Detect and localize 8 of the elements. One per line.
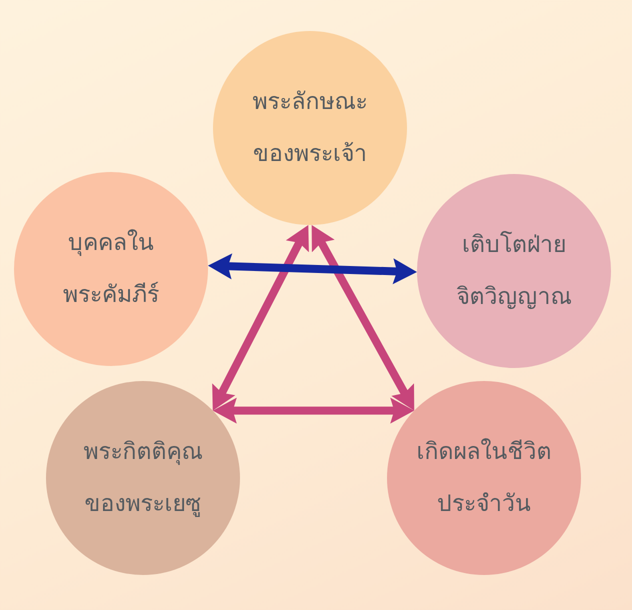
double-arrow bbox=[209, 223, 312, 412]
node-text: เติบโตฝ่ายจิตวิญญาณ bbox=[456, 230, 572, 312]
node-text: บุคคลในพระคัมภีร์ bbox=[62, 228, 160, 310]
double-arrow bbox=[212, 398, 414, 424]
double-arrow bbox=[208, 253, 418, 284]
node-text: พระกิตติคุณของพระเยซู bbox=[82, 438, 204, 519]
node-text: เกิดผลในชีวิตประจำวัน bbox=[416, 437, 552, 519]
node-text: พระลักษณะของพระเจ้า bbox=[252, 88, 368, 169]
